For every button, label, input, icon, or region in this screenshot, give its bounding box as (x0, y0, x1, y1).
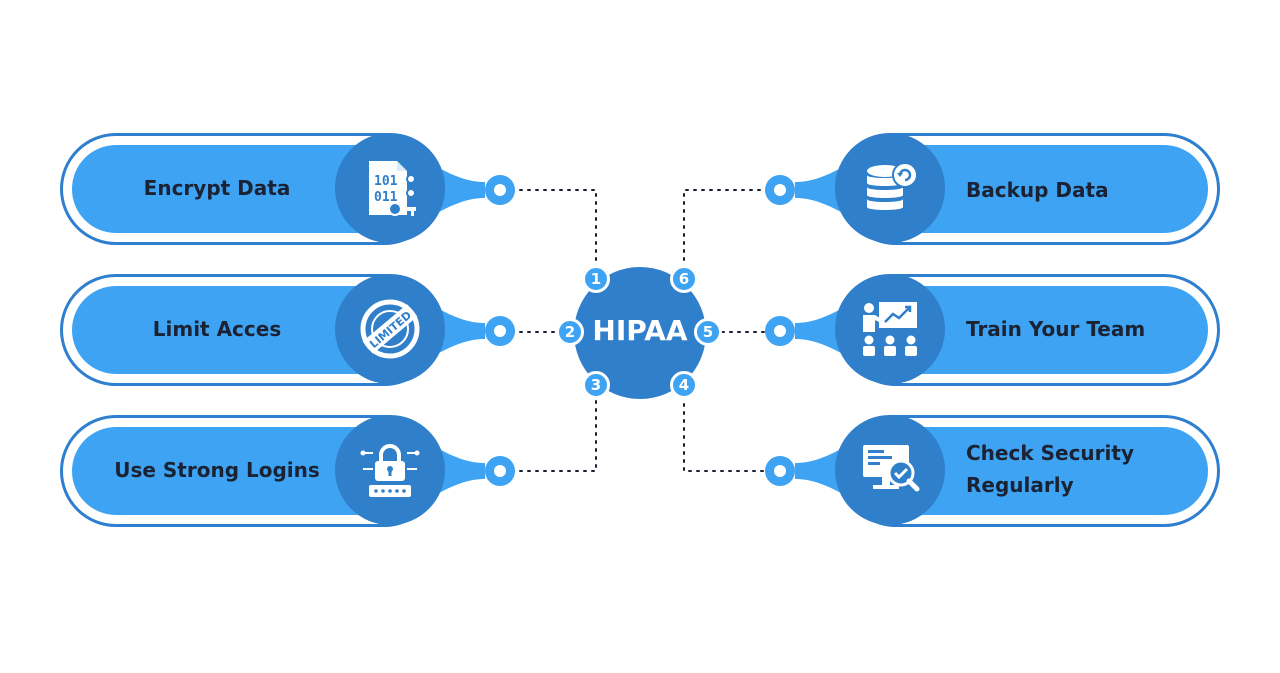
icon-circle: 101 011 (335, 133, 445, 243)
card-label: Train Your Team (966, 317, 1146, 341)
svg-text:101: 101 (374, 174, 398, 189)
svg-text:011: 011 (374, 190, 398, 205)
connector-1 (511, 189, 597, 269)
hub-badge-5: 5 (694, 318, 722, 346)
icon-circle (835, 274, 945, 384)
icon-circle (335, 415, 445, 525)
card-label: Use Strong Logins (114, 458, 320, 482)
icon-circle (835, 133, 945, 243)
card-label: Backup Data (966, 178, 1109, 202)
card-label-text: Check Security Regularly (966, 441, 1134, 497)
hub-badge-4: 4 (670, 371, 698, 399)
binary-document-key-icon: 101 011 (369, 161, 416, 216)
database-backup-icon (867, 162, 918, 210)
lock-password-icon (360, 444, 420, 497)
card-label: Limit Acces (152, 317, 282, 341)
limited-stamp-icon: LIMITED (360, 299, 420, 359)
hub-badge-1: 1 (582, 265, 610, 293)
connector-4 (683, 395, 771, 472)
presentation-team-icon (863, 302, 917, 356)
icon-circle: LIMITED (335, 274, 445, 384)
card-label: Encrypt Data (143, 176, 291, 200)
hub-badge-2: 2 (556, 318, 584, 346)
hub-title: HIPAA (592, 314, 688, 347)
connector-6 (683, 189, 771, 269)
monitor-check-icon (863, 445, 920, 492)
hub-badge-6: 6 (670, 265, 698, 293)
hub-badge-3: 3 (582, 371, 610, 399)
icon-circle (835, 415, 945, 525)
card-label: Check Security Regularly (966, 437, 1196, 501)
connector-3 (511, 395, 597, 472)
